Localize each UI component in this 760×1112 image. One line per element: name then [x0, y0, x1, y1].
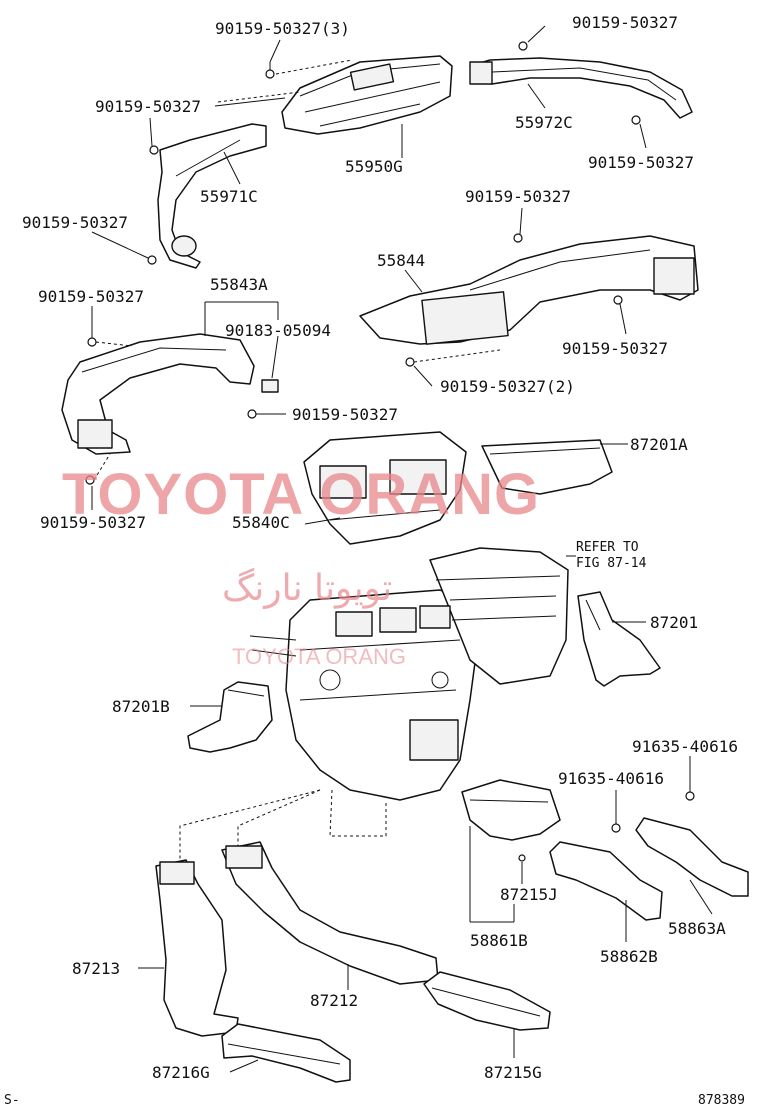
- duct-87201b: [187, 681, 273, 753]
- label-refer-fig: FIG 87-14: [576, 556, 647, 571]
- watermark-main: TOYOTA ORANG: [62, 462, 540, 527]
- watermark-persian: تويوتا نارنگ: [222, 567, 392, 609]
- label-58862b: 58862B: [600, 947, 658, 966]
- duct-87213: [155, 859, 239, 1037]
- label-90159-50327-left-2: 90159-50327: [38, 287, 144, 306]
- bolt-top-center-1: [265, 62, 275, 79]
- bolt-55843a-top: [87, 337, 97, 347]
- duct-55950g: [281, 55, 453, 135]
- label-90159-50327-top-left: 90159-50327: [95, 97, 201, 116]
- label-55972c: 55972C: [515, 113, 573, 132]
- label-55844: 55844: [377, 251, 425, 270]
- label-refer-to: REFER TO: [576, 540, 639, 555]
- label-90159-50327-left-1: 90159-50327: [22, 213, 128, 232]
- duct-87215g: [423, 971, 551, 1031]
- duct-58863a: [635, 817, 749, 897]
- label-55950g: 55950G: [345, 157, 403, 176]
- label-87201b: 87201B: [112, 697, 170, 716]
- figure-number: 878389: [698, 1093, 745, 1108]
- label-55840c: 55840C: [232, 513, 290, 532]
- watermark-small: TOYOTA ORANG: [232, 644, 406, 669]
- duct-55843a: [61, 333, 255, 455]
- bolt-55972c-right: [631, 115, 641, 125]
- bolt-55844-top: [513, 233, 523, 243]
- label-58863a: 58863A: [668, 919, 726, 938]
- duct-55972c: [469, 57, 693, 119]
- label-87212: 87212: [310, 991, 358, 1010]
- label-87201: 87201: [650, 613, 698, 632]
- label-90159-50327-mid-top: 90159-50327: [465, 187, 571, 206]
- label-87215g: 87215G: [484, 1063, 542, 1082]
- bolt-91635-40616-lower: [611, 823, 621, 833]
- label-90159-50327-3: 90159-50327(3): [215, 19, 350, 38]
- bolt-55972c-top: [518, 41, 528, 51]
- heater-unit-assembly: [249, 547, 569, 801]
- duct-87212: [221, 841, 439, 985]
- label-58861b: 58861B: [470, 931, 528, 950]
- bolt-55971c-bottom: [147, 255, 157, 265]
- duct-58862b: [549, 841, 663, 921]
- label-90159-50327-top-right: 90159-50327: [572, 13, 678, 32]
- duct-58861b: [461, 779, 561, 841]
- bolt-91635-40616-upper: [685, 791, 695, 801]
- label-90159-50327-mid-left: 90159-50327: [292, 405, 398, 424]
- duct-55844: [359, 235, 699, 345]
- duct-87201: [577, 591, 661, 687]
- label-87201a: 87201A: [630, 435, 688, 454]
- label-55971c: 55971C: [200, 187, 258, 206]
- duct-87201a: [481, 439, 613, 495]
- register-55840c: [303, 431, 467, 545]
- bolt-55844-bottom: [405, 357, 415, 367]
- duct-87216g: [221, 1023, 351, 1083]
- label-91635-40616-lower: 91635-40616: [558, 769, 664, 788]
- corner-label: S-: [4, 1093, 20, 1108]
- clip-90183-05094: [261, 379, 279, 393]
- label-55843a: 55843A: [210, 275, 268, 294]
- bolt-55843a-mid: [247, 409, 257, 419]
- duct-55971c: [157, 123, 267, 269]
- label-91635-40616-upper: 91635-40616: [632, 737, 738, 756]
- label-90159-50327-left-3: 90159-50327: [40, 513, 146, 532]
- label-90183-05094: 90183-05094: [225, 321, 331, 340]
- label-87215j: 87215J: [500, 885, 558, 904]
- label-90159-50327-right-2: 90159-50327: [588, 153, 694, 172]
- bolt-55844-right: [613, 295, 623, 305]
- bolt-55971c-top: [149, 145, 159, 155]
- clip-87215j: [518, 854, 526, 862]
- label-90159-50327-mid-right: 90159-50327: [562, 339, 668, 358]
- label-87216g: 87216G: [152, 1063, 210, 1082]
- label-90159-50327-2: 90159-50327(2): [440, 377, 575, 396]
- label-87213: 87213: [72, 959, 120, 978]
